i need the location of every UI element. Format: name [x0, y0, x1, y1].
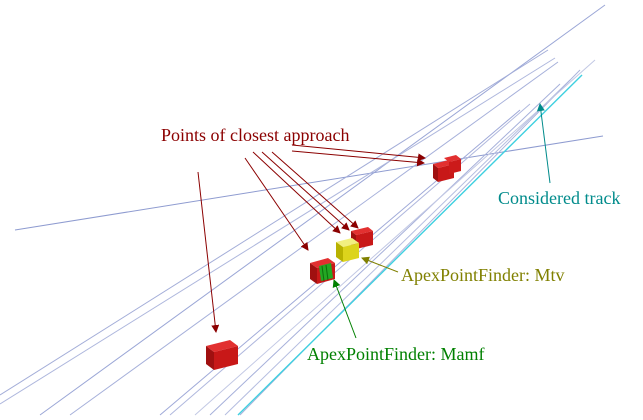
considered-track-arrow — [536, 103, 551, 184]
mamf-arrow — [332, 279, 357, 339]
apex-mamf-label: ApexPointFinder: Mamf — [307, 344, 485, 364]
poca-cube-bottom — [206, 340, 238, 370]
track-line — [209, 83, 561, 416]
track-line — [224, 79, 571, 416]
poca-arrow — [244, 157, 309, 251]
track-line — [237, 74, 583, 416]
poca-arrow — [291, 150, 425, 167]
mtv-arrow — [361, 256, 399, 273]
poca-cube-top — [433, 155, 461, 182]
mamf-cube — [310, 258, 335, 284]
considered-track-label: Considered track — [498, 188, 621, 208]
track-line — [69, 61, 559, 416]
track-line — [14, 135, 604, 231]
track-lines — [0, 4, 606, 416]
mtv-cube — [336, 238, 359, 262]
track-line — [0, 49, 549, 396]
poca-arrow — [291, 144, 426, 162]
poca-arrow — [271, 151, 359, 229]
track-line — [194, 59, 596, 416]
apex-mtv-label: ApexPointFinder: Mtv — [401, 265, 565, 285]
track-line — [0, 57, 556, 405]
poca-arrow — [197, 171, 220, 333]
poca-arrow — [261, 151, 350, 231]
poca-arrow — [252, 151, 341, 234]
points-of-closest-approach-label: Points of closest approach — [161, 125, 350, 145]
poca-arrows — [197, 144, 426, 333]
